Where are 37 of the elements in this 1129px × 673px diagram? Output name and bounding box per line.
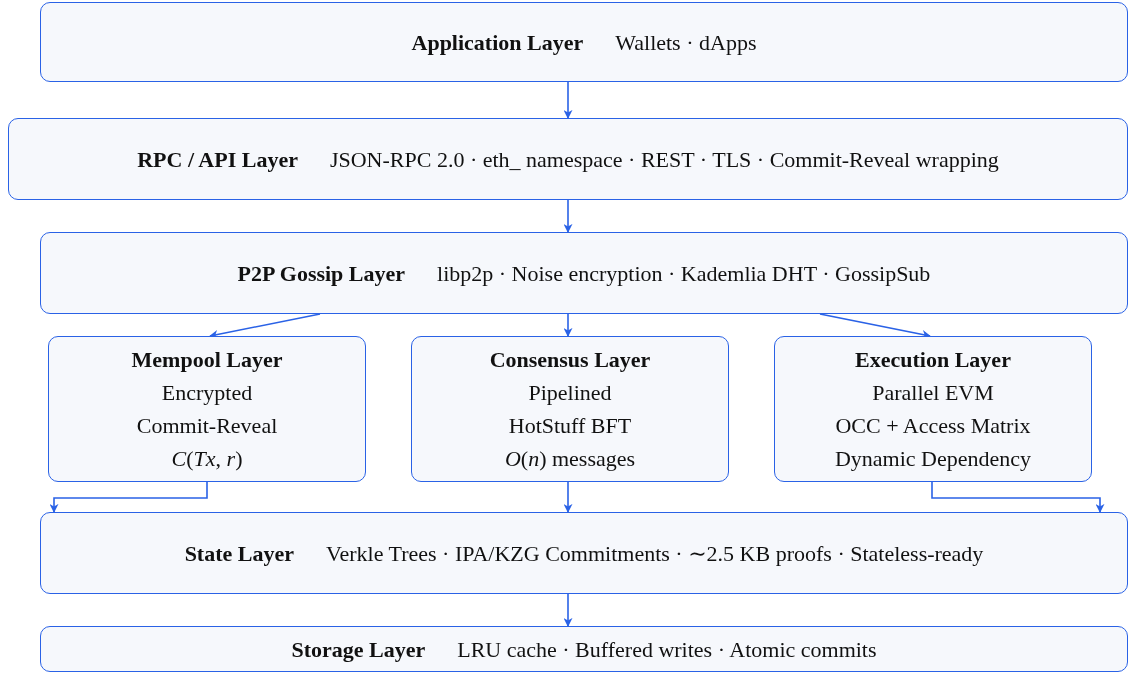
- arrow: [563, 481, 573, 513]
- layer-box: [411, 336, 729, 482]
- layer-title: Execution Layer: [855, 346, 1011, 374]
- layer-description: Commit-Reveal: [136, 412, 278, 440]
- layer-description: OCC + Access Matrix: [835, 412, 1031, 440]
- layer-title: State Layer: [184, 539, 294, 568]
- arrow: [563, 313, 573, 337]
- layer-title: Mempool Layer: [131, 346, 283, 374]
- layer-description: Encrypted: [161, 379, 253, 407]
- layer-title: RPC / API Layer: [137, 145, 298, 174]
- arrow: [563, 593, 573, 627]
- layer-box: [40, 2, 1128, 82]
- layer-description: Pipelined: [528, 379, 612, 407]
- layer-box: [8, 118, 1128, 200]
- layer-box: [774, 336, 1092, 482]
- layer-description: libp2p · Noise encryption · Kademlia DHT · GossipSub: [437, 259, 931, 288]
- layer-description: LRU cache · Buffered writes · Atomic commits: [457, 635, 877, 664]
- layer-description: Wallets · dApps: [615, 28, 757, 57]
- layer-description: Verkle Trees · IPA/KZG Commitments · ∼2.5 KB proofs · Stateless-ready: [326, 539, 984, 568]
- layer-box: [48, 336, 366, 482]
- layer-title: P2P Gossip Layer: [237, 259, 406, 288]
- layer-description: JSON-RPC 2.0 · eth_ namespace · REST · TLS · Commit-Reveal wrapping: [329, 145, 999, 174]
- layer-box: [40, 512, 1128, 594]
- layer-description: C(Tx, r): [171, 445, 243, 473]
- layer-description: HotStuff BFT: [508, 412, 632, 440]
- arrow: [563, 199, 573, 233]
- layer-title: Storage Layer: [291, 635, 426, 664]
- arrow: [563, 81, 573, 119]
- layer-box: [40, 626, 1128, 672]
- layer-title: Consensus Layer: [489, 346, 651, 374]
- layer-title: Application Layer: [411, 28, 584, 57]
- arrow: [931, 481, 1105, 513]
- layer-description: Parallel EVM: [872, 379, 994, 407]
- layer-box: [40, 232, 1128, 314]
- arrow: [49, 481, 208, 513]
- layer-description: O(n) messages: [504, 445, 636, 473]
- layer-description: Dynamic Dependency: [834, 445, 1032, 473]
